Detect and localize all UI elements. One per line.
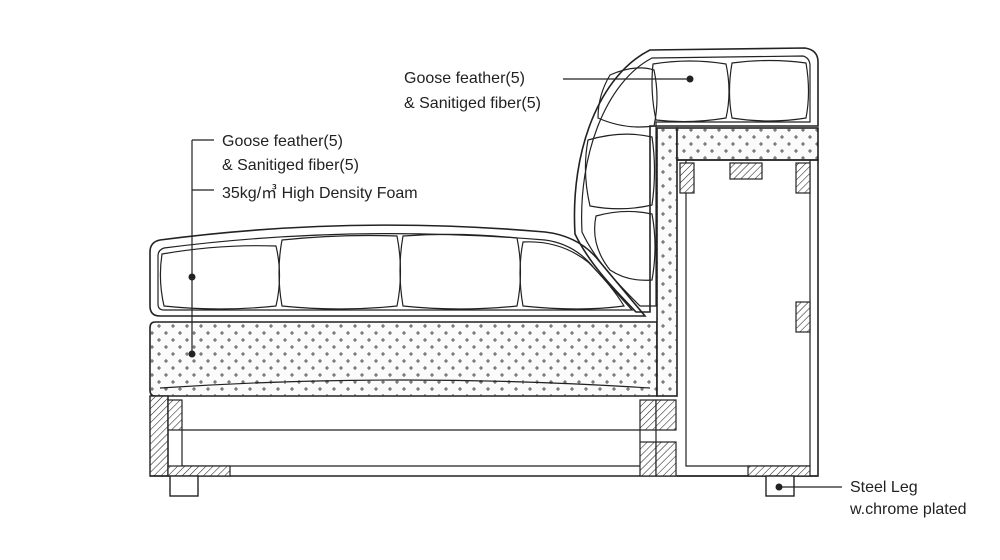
back-foam-top bbox=[676, 127, 819, 161]
back-pillow-upper bbox=[597, 67, 658, 128]
label-seat-cushion-line2: & Sanitiged fiber(5) bbox=[222, 157, 359, 174]
base-frame bbox=[149, 395, 818, 477]
label-steel-leg-line1: Steel Leg bbox=[850, 479, 918, 496]
seat-pillow-3 bbox=[399, 233, 522, 310]
rear-frame bbox=[677, 159, 819, 477]
callout-steel-leg bbox=[775, 483, 842, 491]
back-pillow-top-left bbox=[651, 60, 730, 123]
label-back-cushion-line2: & Sanitiged fiber(5) bbox=[404, 95, 541, 112]
back-pillow-lower bbox=[594, 210, 656, 281]
seat-pillow-4 bbox=[519, 241, 625, 310]
callout-seat-stack bbox=[188, 139, 214, 358]
back-cushion bbox=[573, 47, 819, 313]
front-leg bbox=[169, 475, 199, 497]
seat-pillow-1 bbox=[159, 245, 281, 310]
callout-back-cushion bbox=[563, 75, 694, 83]
seat-cushion bbox=[149, 224, 647, 317]
back-pillow-top-right bbox=[728, 59, 810, 122]
seat-foam-block bbox=[149, 321, 658, 397]
label-steel-leg-line2: w.chrome plated bbox=[849, 501, 967, 518]
back-foam-vertical bbox=[656, 127, 678, 397]
label-foam: 35kg/㎥ High Density Foam bbox=[222, 184, 418, 202]
back-pillow-middle bbox=[584, 133, 656, 210]
label-seat-cushion-line1: Goose feather(5) bbox=[222, 133, 343, 150]
label-back-cushion-line1: Goose feather(5) bbox=[404, 70, 525, 87]
seat-pillow-2 bbox=[278, 234, 402, 310]
